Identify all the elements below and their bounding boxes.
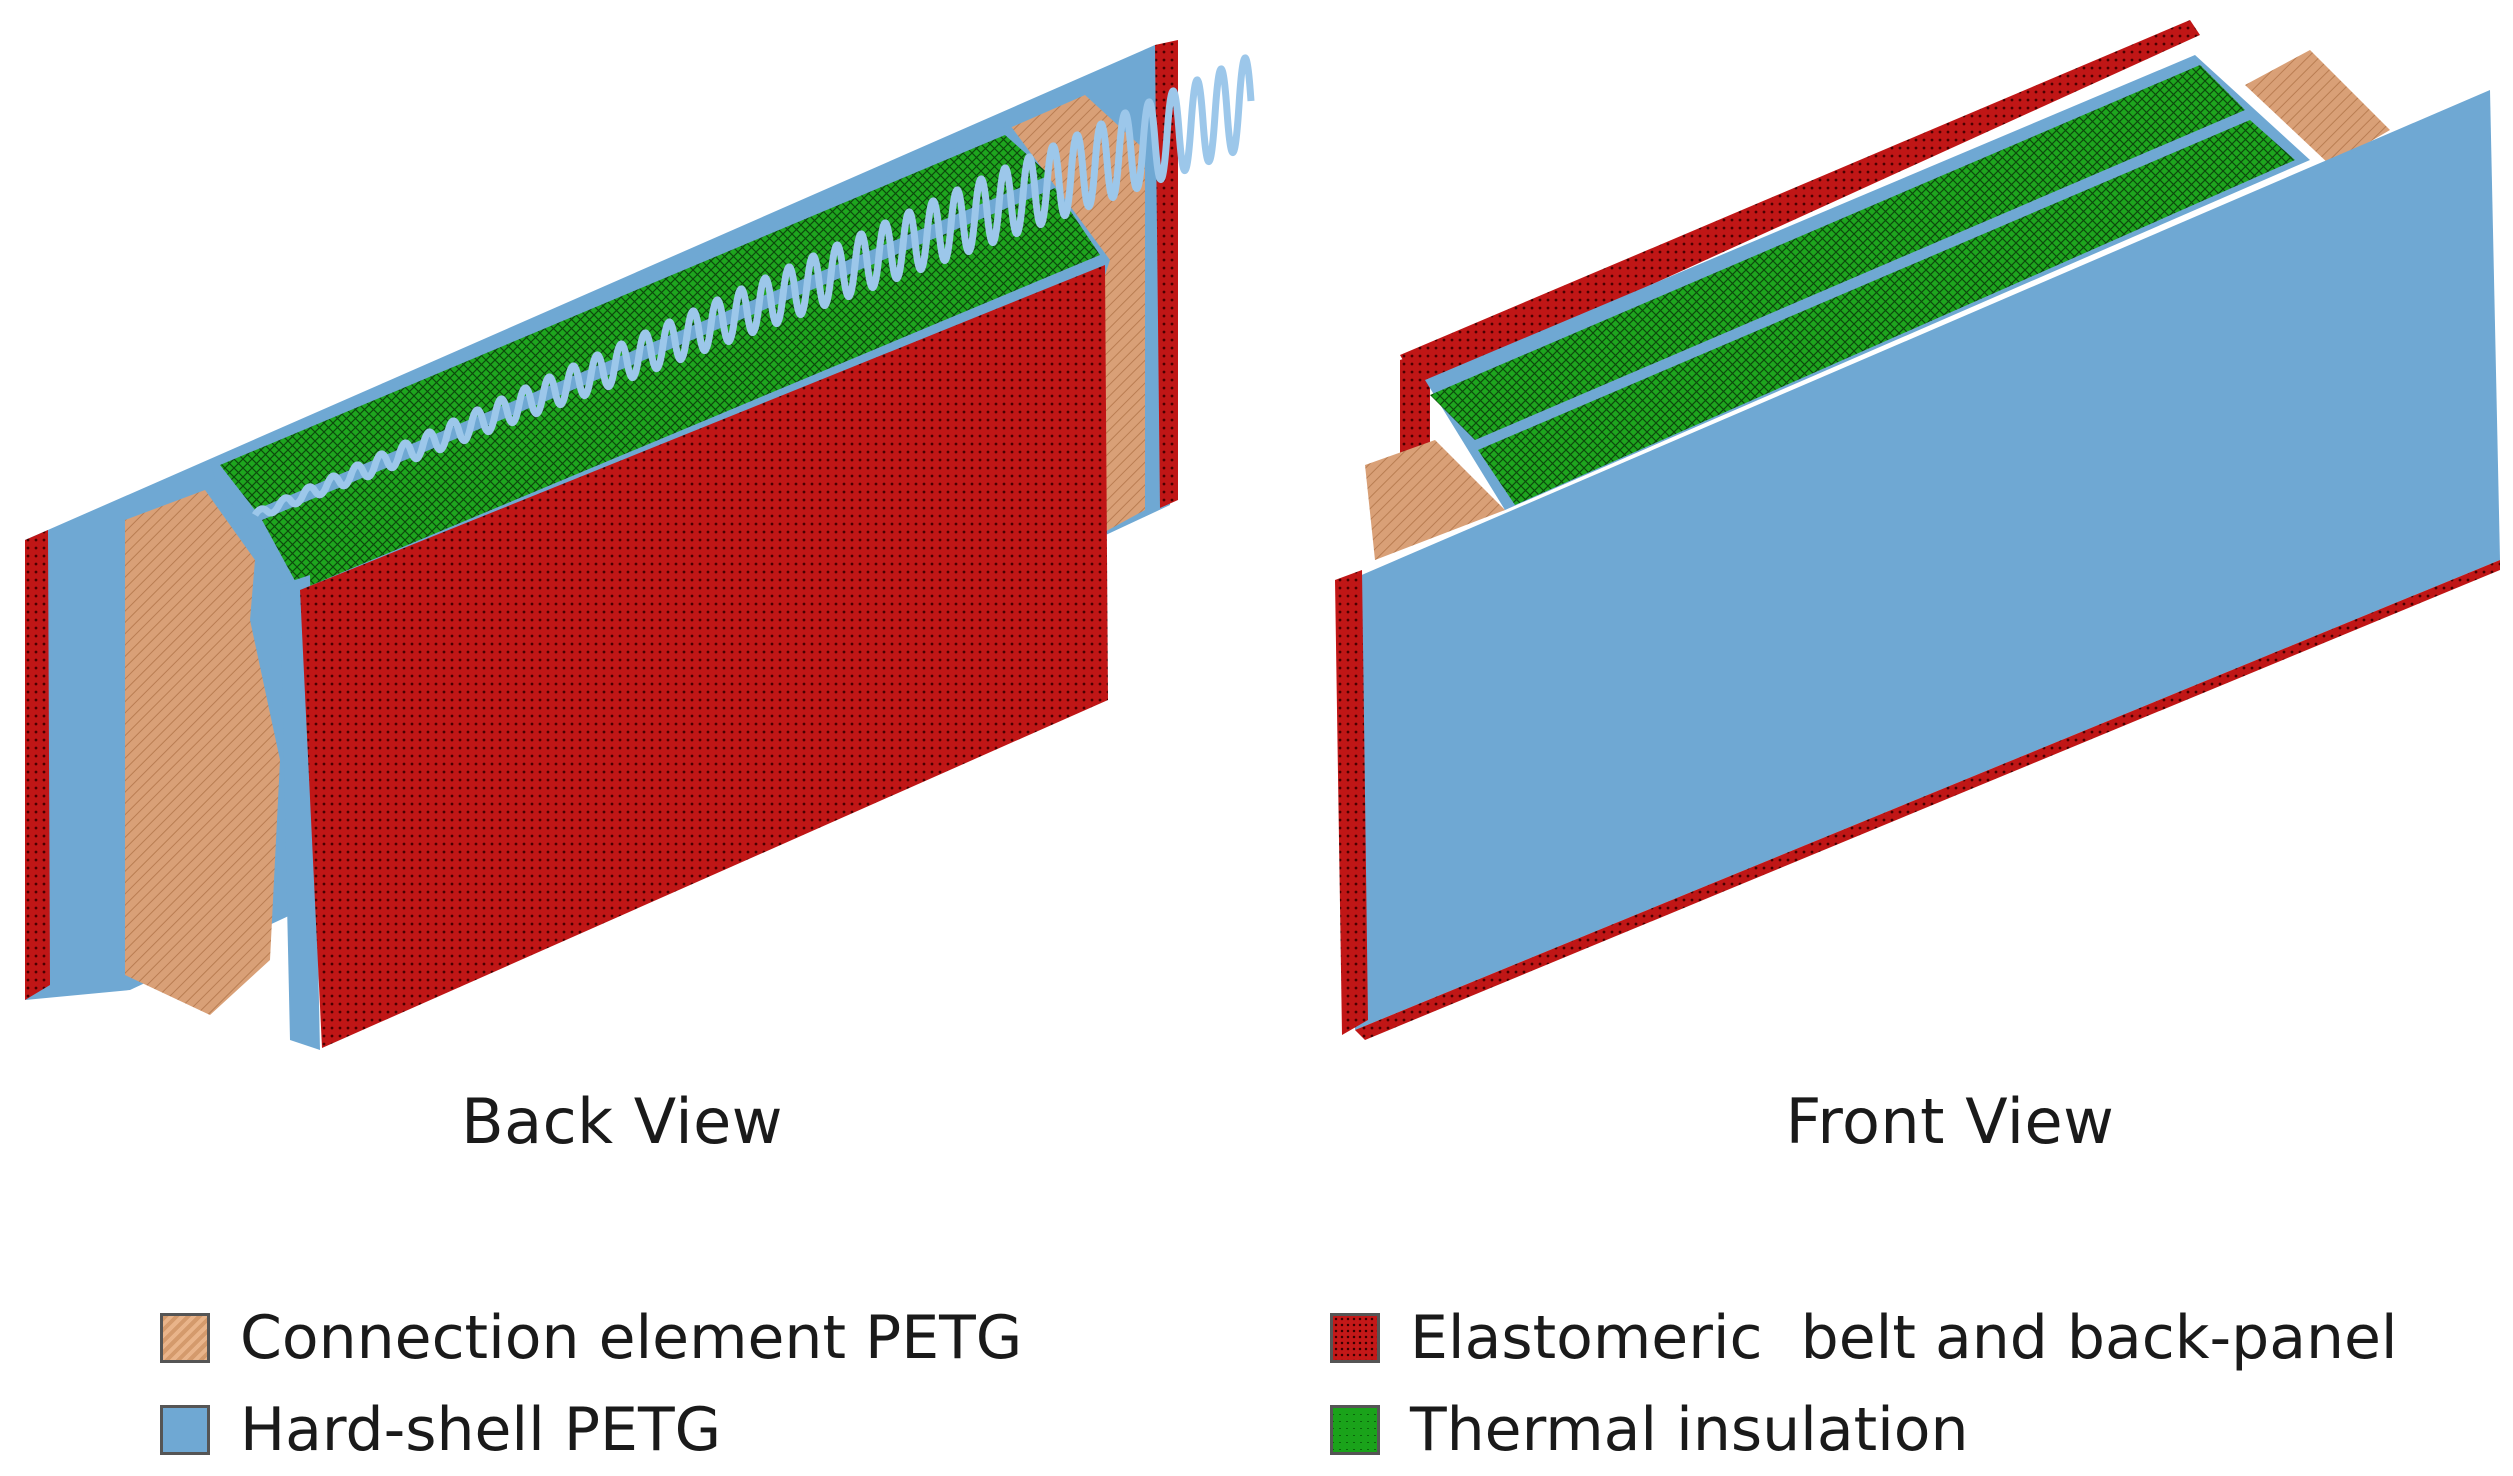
back-elastomer-back-panel [300, 265, 1108, 1048]
legend-swatch-hard-shell [160, 1405, 210, 1455]
back-thermal-strip-lower [262, 188, 1100, 590]
front-view-label: Front View [1785, 1085, 2115, 1158]
back-left-connection-element [125, 490, 280, 1015]
back-view-label: Back View [461, 1085, 783, 1158]
legend-swatch-connection [160, 1313, 210, 1363]
front-bottom-elastomer-edge [1355, 560, 2500, 1040]
legend-swatch-thermal [1330, 1405, 1380, 1455]
back-thermal-strip-upper [220, 135, 1050, 510]
legend-item-thermal-insulation: Thermal insulation [1330, 1395, 1969, 1465]
front-left-elastomer-edge [1335, 570, 1368, 1035]
legend-label-hard-shell: Hard-shell PETG [240, 1395, 722, 1465]
back-wavy-divider [251, 54, 1255, 517]
back-right-elastomer-edge [1155, 40, 1178, 508]
front-thermal-strip-upper [1430, 65, 2245, 440]
legend-label-elastomeric: Elastomeric belt and back-panel [1410, 1303, 2398, 1373]
legend-label-connection: Connection element PETG [240, 1303, 1023, 1373]
legend-label-thermal: Thermal insulation [1410, 1395, 1969, 1465]
front-hardshell-front-panel [1350, 90, 2500, 1030]
legend-swatch-elastomeric [1330, 1313, 1380, 1363]
back-left-elastomer-edge [25, 530, 50, 1000]
front-view-drawing [1335, 20, 2500, 1040]
back-view-drawing [25, 40, 1255, 1050]
legend-item-connection-element: Connection element PETG [160, 1303, 1022, 1373]
front-right-connection-element [2245, 50, 2390, 165]
front-left-connection-element [1365, 440, 1505, 560]
legend-item-hard-shell: Hard-shell PETG [160, 1395, 721, 1465]
front-thermal-strip-lower [1478, 120, 2295, 505]
front-top-elastomer-belt [1400, 20, 2200, 390]
legend-item-elastomeric-belt: Elastomeric belt and back-panel [1330, 1303, 2398, 1373]
